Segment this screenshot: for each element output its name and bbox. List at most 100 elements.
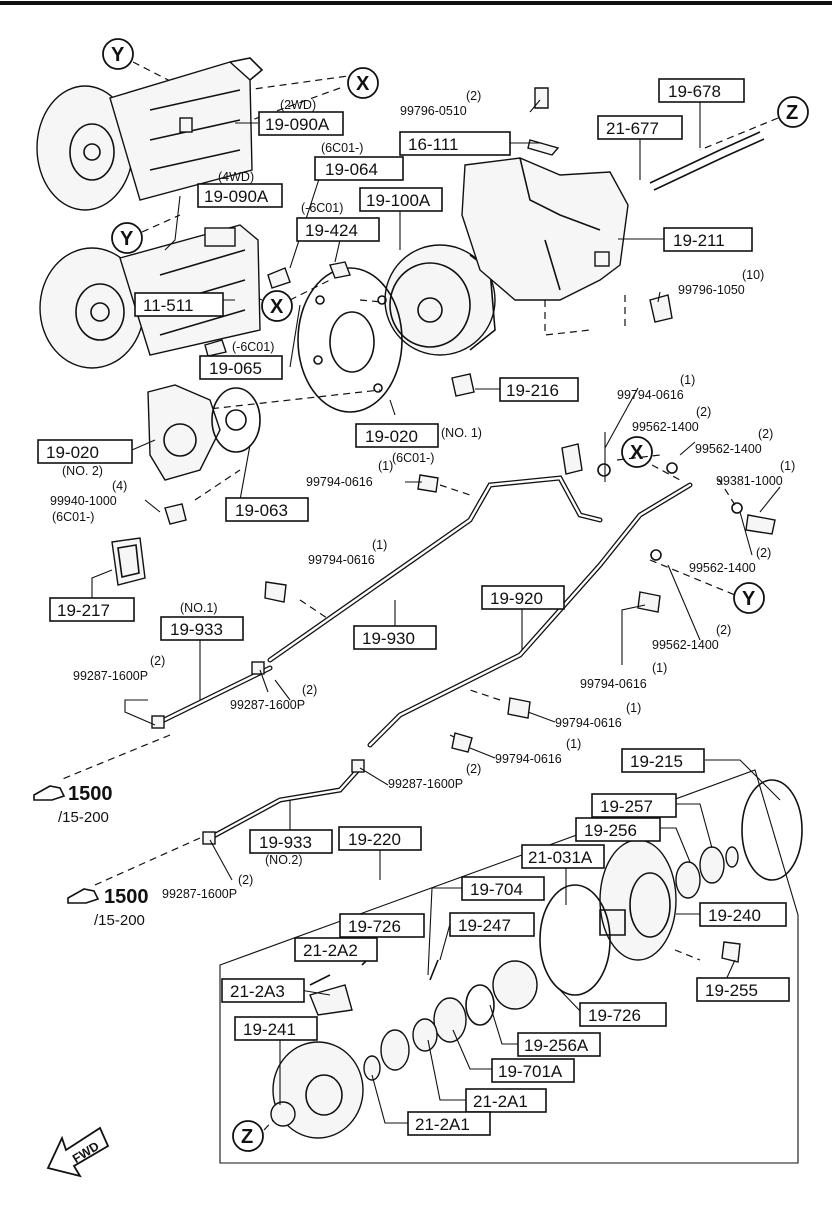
note-2wd: (2WD) (280, 98, 316, 112)
svg-text:19-090A: 19-090A (204, 187, 269, 206)
dipstick-drawing (649, 131, 765, 191)
part-box-19-090A-4wd[interactable]: 19-090A (197, 183, 283, 208)
part-box-19-090A-2wd[interactable]: 19-090A (258, 111, 344, 136)
part-box-19-726-top[interactable]: 19-726 (339, 913, 425, 938)
part-box-19-215[interactable]: 19-215 (621, 748, 705, 773)
svg-text:19-930: 19-930 (362, 629, 415, 648)
transmission-2wd-drawing (36, 57, 264, 211)
svg-text:99287-1600P: 99287-1600P (73, 669, 148, 683)
note-no2-020: (NO. 2) (62, 464, 103, 478)
part-box-19-216[interactable]: 19-216 (499, 377, 579, 402)
part-box-19-020-no2[interactable]: 19-020 (37, 439, 133, 464)
note-6c01-nut: (6C01-) (52, 510, 94, 524)
svg-text:19-933: 19-933 (259, 833, 312, 852)
svg-text:21-677: 21-677 (606, 119, 659, 138)
part-box-19-100A[interactable]: 19-100A (359, 187, 443, 212)
part-box-19-704[interactable]: 19-704 (461, 876, 545, 901)
part-box-19-257[interactable]: 19-257 (591, 793, 677, 818)
part-box-19-256A[interactable]: 19-256A (517, 1032, 601, 1057)
fastener-label-99562-1400-a: (2) 99562-1400 (632, 405, 711, 434)
part-box-21-2A1-lower[interactable]: 21-2A1 (407, 1111, 491, 1136)
fastener-label-99796-0510: (2) 99796-0510 (400, 89, 481, 118)
cross-reference-1500-upper[interactable]: 1500 /15-200 (33, 783, 113, 826)
svg-text:19-240: 19-240 (708, 906, 761, 925)
converter-housing-drawing (461, 157, 629, 301)
svg-text:99794-0616: 99794-0616 (555, 716, 622, 730)
fastener-label-99287-1600P-a: (2) 99287-1600P (73, 654, 165, 683)
note-no1-020: (NO. 1) (441, 426, 482, 440)
fastener-label-99794-0616-a: (1) 99794-0616 (617, 373, 695, 402)
dashed-leaders (59, 61, 779, 1131)
part-box-21-677[interactable]: 21-677 (597, 115, 683, 140)
svg-text:99562-1400: 99562-1400 (652, 638, 719, 652)
part-box-11-511[interactable]: 11-511 (134, 292, 224, 317)
part-box-19-241[interactable]: 19-241 (234, 1016, 318, 1041)
fastener-label-99794-0616-c: (1) 99794-0616 (308, 538, 387, 567)
part-box-19-065[interactable]: 19-065 (199, 355, 283, 380)
marker-y-right: Y (733, 582, 765, 614)
marker-y-mid: Y (111, 222, 143, 254)
svg-text:(10): (10) (742, 268, 764, 282)
svg-text:21-2A3: 21-2A3 (230, 982, 285, 1001)
part-box-19-930[interactable]: 19-930 (353, 625, 437, 650)
svg-text:(2): (2) (696, 405, 711, 419)
part-box-19-933-no1[interactable]: 19-933 (160, 616, 244, 641)
svg-text:(2): (2) (238, 873, 253, 887)
svg-text:19-257: 19-257 (600, 797, 653, 816)
part-box-19-726-bottom[interactable]: 19-726 (579, 1002, 667, 1027)
svg-text:19-065: 19-065 (209, 359, 262, 378)
part-box-19-220[interactable]: 19-220 (338, 826, 422, 851)
fastener-label-99562-1400-d: (2) 99562-1400 (652, 623, 731, 652)
part-box-19-020-no1[interactable]: 19-020 (355, 423, 439, 448)
part-box-19-217[interactable]: 19-217 (49, 597, 135, 622)
svg-text:19-255: 19-255 (705, 981, 758, 1000)
part-box-21-2A2[interactable]: 21-2A2 (294, 937, 378, 962)
fastener-label-99796-1050: (10) 99796-1050 (678, 268, 764, 297)
svg-text:21-031A: 21-031A (528, 848, 593, 867)
part-box-19-678[interactable]: 19-678 (658, 78, 745, 103)
fastener-label-99794-0616-d: (1) 99794-0616 (580, 661, 667, 691)
part-box-19-211[interactable]: 19-211 (663, 227, 753, 252)
part-box-19-255[interactable]: 19-255 (696, 977, 790, 1002)
svg-text:99287-1600P: 99287-1600P (388, 777, 463, 791)
fastener-drawings (164, 87, 776, 963)
svg-text:99381-1000: 99381-1000 (716, 474, 783, 488)
part-box-19-920[interactable]: 19-920 (481, 585, 565, 610)
svg-text:19-211: 19-211 (673, 231, 725, 250)
part-box-21-2A3[interactable]: 21-2A3 (221, 978, 305, 1003)
svg-text:(2): (2) (716, 623, 731, 637)
svg-text:99794-0616: 99794-0616 (495, 752, 562, 766)
svg-text:99287-1600P: 99287-1600P (162, 887, 237, 901)
svg-text:Y: Y (742, 588, 756, 610)
cross-reference-1500-lower[interactable]: 1500 /15-200 (67, 886, 149, 929)
svg-text:21-2A1: 21-2A1 (473, 1092, 528, 1111)
note-no1-933: (NO.1) (180, 601, 218, 615)
part-box-19-256[interactable]: 19-256 (575, 817, 661, 842)
part-box-19-064[interactable]: 19-064 (314, 156, 404, 181)
note-6c01-424: (-6C01) (301, 201, 343, 215)
svg-text:(2): (2) (756, 546, 771, 560)
part-box-16-111[interactable]: 16-111 (399, 131, 511, 156)
fastener-label-99381-1000: (1) 99381-1000 (716, 459, 795, 488)
part-box-19-701A[interactable]: 19-701A (491, 1058, 575, 1083)
part-box-19-247[interactable]: 19-247 (449, 912, 535, 937)
svg-text:(2): (2) (466, 762, 481, 776)
svg-text:19-063: 19-063 (235, 501, 288, 520)
oil-cooler-pipes (151, 475, 693, 845)
svg-text:21-2A1: 21-2A1 (415, 1115, 470, 1134)
part-box-19-424[interactable]: 19-424 (296, 217, 380, 242)
svg-text:19-217: 19-217 (57, 601, 110, 620)
part-box-19-933-no2[interactable]: 19-933 (249, 829, 333, 854)
note-6c01-bolt: (6C01-) (392, 451, 434, 465)
part-box-19-063[interactable]: 19-063 (225, 497, 309, 522)
drive-plate-drawing (297, 267, 403, 413)
svg-text:(1): (1) (378, 459, 393, 473)
fastener-label-99794-0616-e: (1) 99794-0616 (555, 701, 641, 730)
part-box-21-031A[interactable]: 21-031A (521, 844, 605, 869)
part-box-19-240[interactable]: 19-240 (699, 902, 787, 927)
part-box-21-2A1-upper[interactable]: 21-2A1 (465, 1088, 547, 1113)
fastener-label-99287-1600P-c: (2) 99287-1600P (388, 762, 481, 791)
svg-text:Y: Y (111, 44, 125, 66)
svg-text:19-247: 19-247 (458, 916, 511, 935)
plug-drawing (111, 537, 146, 586)
